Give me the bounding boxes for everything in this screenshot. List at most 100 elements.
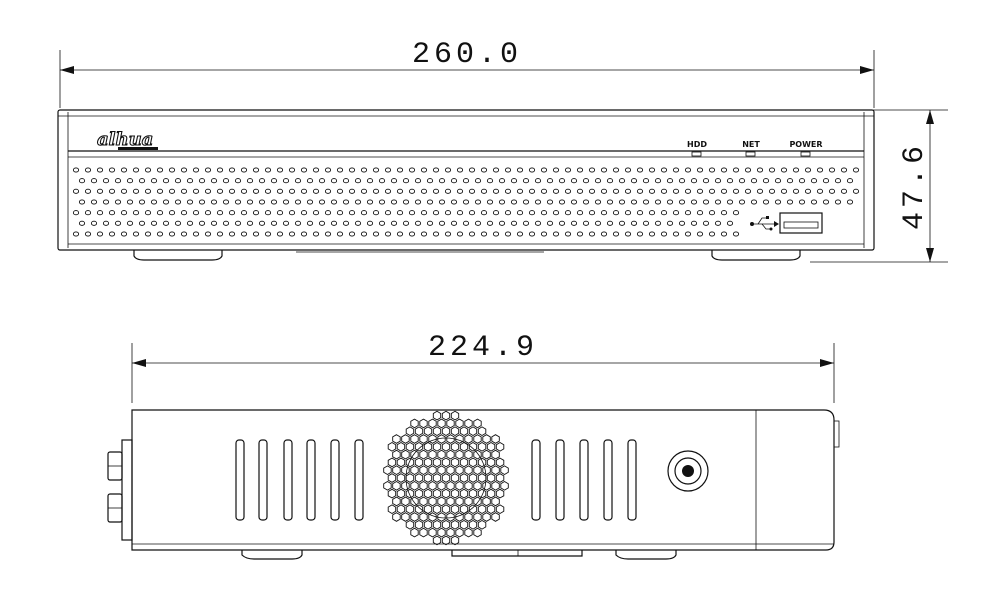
fan-hex-hole <box>468 426 478 437</box>
fan-hex-hole <box>450 488 460 499</box>
vent-hole <box>144 231 152 237</box>
fan-hex-hole <box>500 480 509 491</box>
fan-hex-hole <box>486 441 496 452</box>
vent-hole <box>138 220 146 226</box>
vent-hole <box>258 220 266 226</box>
vent-hole <box>372 210 380 216</box>
vent-hole <box>264 188 272 194</box>
fan-hex-hole <box>432 519 442 530</box>
vent-slot <box>531 439 541 521</box>
vent-hole <box>696 167 704 173</box>
vent-hole <box>654 178 662 184</box>
fan-hex-hole <box>482 512 491 522</box>
vent-hole <box>624 210 632 216</box>
fan-hex-hole <box>428 418 437 429</box>
vent-hole <box>90 220 98 226</box>
vent-hole <box>120 231 128 237</box>
vent-hole <box>408 167 416 173</box>
vent-hole <box>108 231 116 237</box>
vent-hole <box>120 188 128 194</box>
vent-hole <box>384 167 392 173</box>
vent-hole <box>390 178 398 184</box>
vent-hole <box>588 231 596 237</box>
vent-hole <box>660 188 668 194</box>
vent-hole <box>504 231 512 237</box>
vent-hole <box>312 167 320 173</box>
vent-hole <box>114 178 122 184</box>
vent-hole <box>102 199 110 205</box>
vent-hole <box>798 178 806 184</box>
vent-hole <box>726 178 734 184</box>
vent-hole <box>594 199 602 205</box>
fan-hex-hole <box>446 449 455 460</box>
fan-hex-hole <box>432 441 442 452</box>
vent-hole <box>252 188 260 194</box>
vent-hole <box>780 188 788 194</box>
indicator-hdd-led <box>691 151 702 157</box>
vent-hole <box>348 167 356 173</box>
vent-hole <box>774 199 782 205</box>
vent-hole <box>648 210 656 216</box>
fan-hex-hole <box>441 535 451 546</box>
fan-hex-hole <box>482 434 491 444</box>
fan-hex-hole <box>414 488 424 499</box>
fan-hex-hole <box>441 410 451 421</box>
vent-hole <box>216 167 224 173</box>
vent-hole <box>510 220 518 226</box>
vent-hole <box>192 188 200 194</box>
vent-hole <box>240 231 248 237</box>
vent-hole <box>132 210 140 216</box>
usb-port <box>779 212 823 234</box>
vent-hole <box>570 199 578 205</box>
vent-hole <box>696 188 704 194</box>
vent-hole <box>684 231 692 237</box>
fan-hex-hole <box>491 434 500 444</box>
fan-hex-hole <box>464 434 473 444</box>
vent-slot <box>330 439 340 521</box>
vent-hole <box>276 210 284 216</box>
fan-hex-hole <box>401 480 410 491</box>
vent-hole <box>774 178 782 184</box>
side-view: 224.9 <box>107 331 840 560</box>
vent-hole <box>270 199 278 205</box>
fan-hex-hole <box>459 488 469 499</box>
side-vent-slots <box>235 439 637 521</box>
vent-hole <box>558 220 566 226</box>
vent-hole <box>78 220 86 226</box>
fan-hex-hole <box>392 496 401 507</box>
vent-hole <box>672 188 680 194</box>
fan-hex-hole <box>432 504 442 515</box>
vent-hole <box>780 167 788 173</box>
vent-hole <box>528 167 536 173</box>
vent-hole <box>336 231 344 237</box>
vent-hole <box>600 167 608 173</box>
vent-hole <box>366 178 374 184</box>
vent-hole <box>180 231 188 237</box>
vent-hole <box>726 199 734 205</box>
vent-hole <box>444 210 452 216</box>
vent-hole <box>90 199 98 205</box>
vent-hole <box>198 220 206 226</box>
indicator-panel: HDD NET POWER <box>687 140 823 157</box>
vent-hole <box>504 210 512 216</box>
fan-hex-hole <box>410 465 419 476</box>
vent-hole <box>624 188 632 194</box>
vent-hole <box>330 220 338 226</box>
vent-hole <box>816 188 824 194</box>
vent-hole <box>636 167 644 173</box>
fan-hex-hole <box>387 441 397 452</box>
fan-hex-hole <box>401 512 410 522</box>
vent-hole <box>672 231 680 237</box>
vent-hole <box>324 210 332 216</box>
vent-hole <box>750 178 758 184</box>
vent-hole <box>408 188 416 194</box>
vent-hole <box>156 167 164 173</box>
vent-hole <box>294 220 302 226</box>
fan-hex-hole <box>437 434 446 444</box>
vent-hole <box>702 199 710 205</box>
vent-hole <box>492 231 500 237</box>
vent-hole <box>480 167 488 173</box>
vent-hole <box>102 178 110 184</box>
fan-hex-hole <box>468 441 478 452</box>
